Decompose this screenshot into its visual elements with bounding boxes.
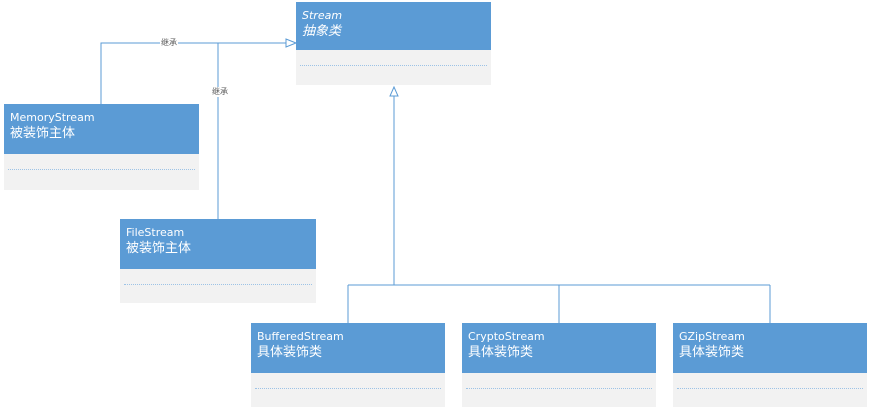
class-header-file-stream: FileStream 被装饰主体: [120, 219, 316, 269]
class-role-buffered-stream: 具体装饰类: [257, 345, 323, 360]
stream-left-arrowhead: [285, 38, 298, 48]
memory-stream-inheritance-line: [100, 42, 290, 104]
class-name-stream: Stream: [302, 9, 343, 22]
class-name-memory-stream: MemoryStream: [10, 111, 95, 124]
class-name-gzip-stream: GZipStream: [679, 330, 745, 343]
class-role-memory-stream: 被装饰主体: [10, 126, 76, 141]
stream-bottom-arrowhead: [389, 85, 399, 97]
class-divider-buffered-stream: [255, 388, 441, 389]
class-body-file-stream: [120, 269, 316, 303]
class-name-buffered-stream: BufferedStream: [257, 330, 344, 343]
class-box-buffered-stream: BufferedStream 具体装饰类: [251, 323, 445, 407]
file-edge-label: 继承: [211, 87, 229, 97]
class-body-crypto-stream: [462, 373, 656, 407]
class-role-file-stream: 被装饰主体: [126, 241, 192, 256]
class-box-gzip-stream: GZipStream 具体装饰类: [673, 323, 867, 407]
class-body-buffered-stream: [251, 373, 445, 407]
class-role-gzip-stream: 具体装饰类: [679, 345, 745, 360]
class-box-crypto-stream: CryptoStream 具体装饰类: [462, 323, 656, 407]
class-divider-gzip-stream: [677, 388, 863, 389]
class-header-gzip-stream: GZipStream 具体装饰类: [673, 323, 867, 373]
class-body-gzip-stream: [673, 373, 867, 407]
class-name-crypto-stream: CryptoStream: [468, 330, 545, 343]
class-header-stream: Stream 抽象类: [296, 2, 491, 50]
class-role-stream: 抽象类: [302, 24, 342, 39]
class-role-crypto-stream: 具体装饰类: [468, 345, 534, 360]
memory-edge-label: 继承: [160, 38, 178, 48]
class-divider-memory-stream: [8, 169, 195, 170]
class-header-buffered-stream: BufferedStream 具体装饰类: [251, 323, 445, 373]
class-divider-crypto-stream: [466, 388, 652, 389]
class-box-memory-stream: MemoryStream 被装饰主体: [4, 104, 199, 190]
class-divider-stream: [300, 65, 487, 66]
class-header-crypto-stream: CryptoStream 具体装饰类: [462, 323, 656, 373]
class-body-memory-stream: [4, 154, 199, 190]
class-box-stream: Stream 抽象类: [296, 2, 491, 85]
class-body-stream: [296, 50, 491, 85]
class-name-file-stream: FileStream: [126, 226, 185, 239]
class-box-file-stream: FileStream 被装饰主体: [120, 219, 316, 303]
class-header-memory-stream: MemoryStream 被装饰主体: [4, 104, 199, 154]
class-divider-file-stream: [124, 284, 312, 285]
